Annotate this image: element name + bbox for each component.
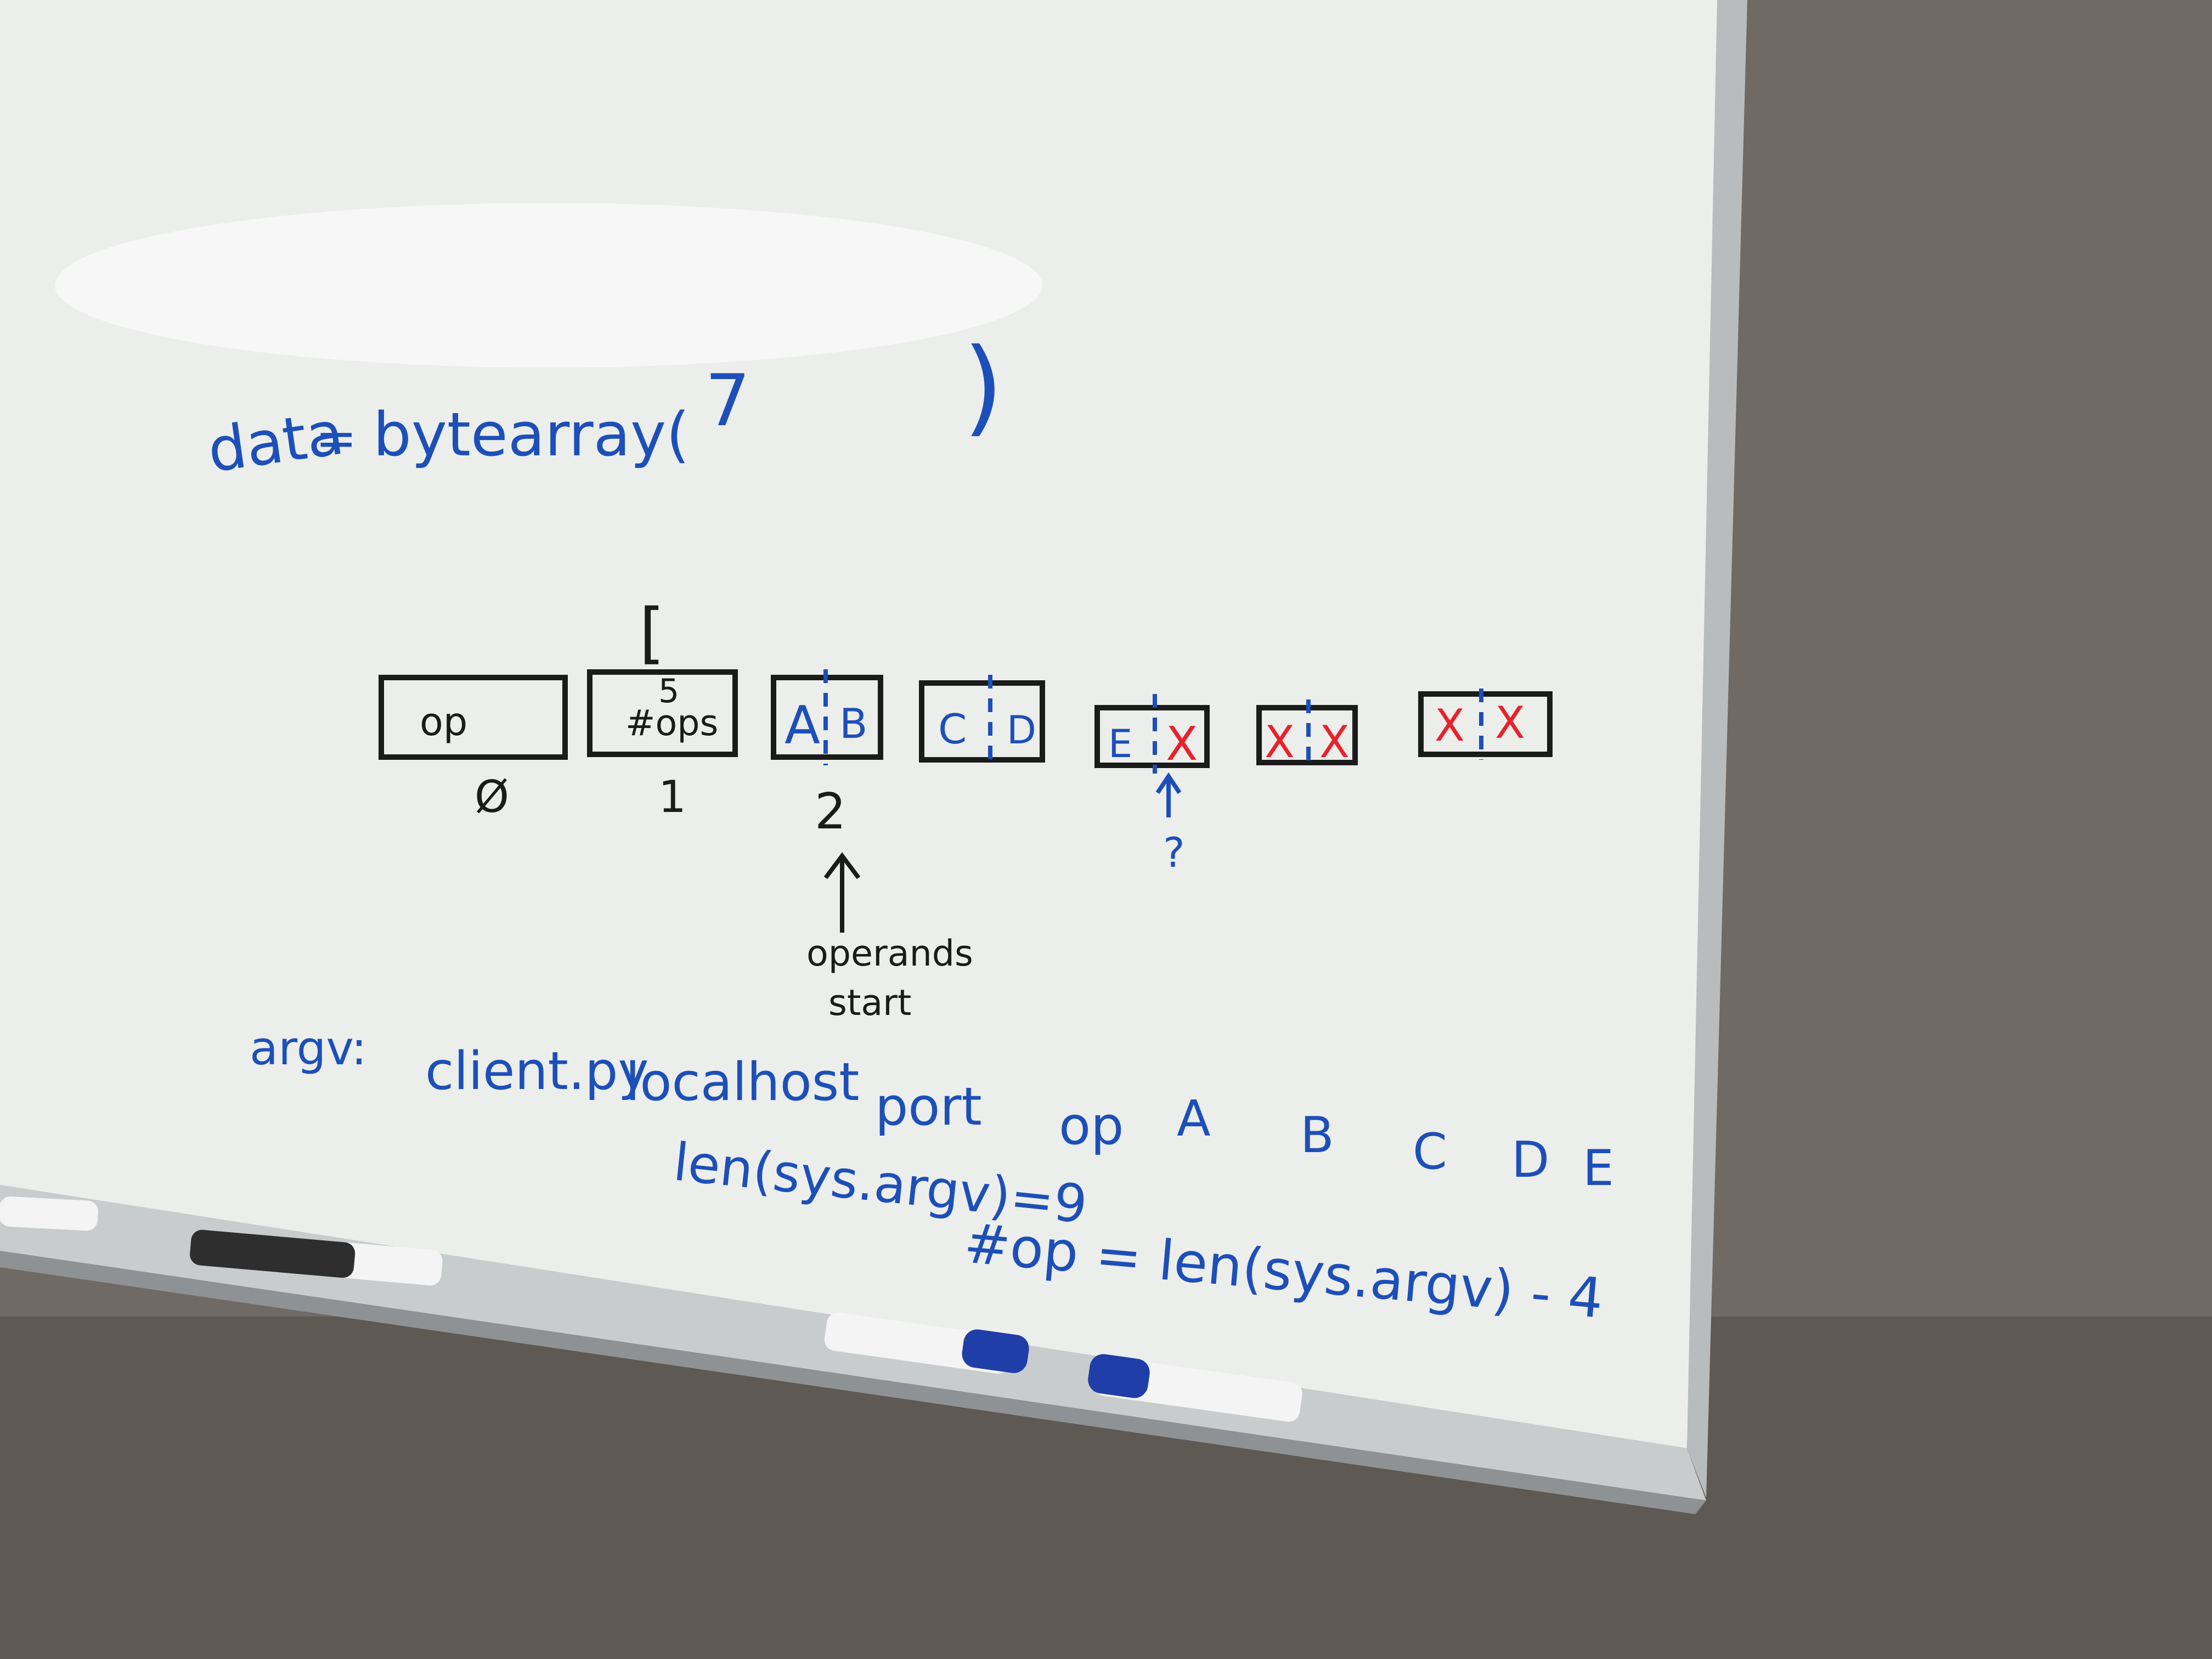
frame-right xyxy=(1687,0,1747,1498)
argv-b: B xyxy=(1300,1107,1334,1164)
bytearray-call: bytearray( xyxy=(373,399,690,470)
box-op: op xyxy=(379,675,568,760)
box5-x-left: X xyxy=(1265,716,1295,768)
bytearray-arg: 7 xyxy=(705,359,751,442)
box6-x-right: X xyxy=(1495,697,1525,748)
num-ops-label: #ops xyxy=(625,703,718,744)
argv-label: argv: xyxy=(250,1022,367,1076)
marker-red xyxy=(190,1229,443,1286)
box5-x-right: X xyxy=(1319,716,1350,768)
bracket-mark: [ xyxy=(639,595,665,672)
bytearray-close: ) xyxy=(963,326,1003,447)
index-1: 1 xyxy=(658,771,686,822)
argv-e: E xyxy=(1583,1139,1614,1197)
argv-op: op xyxy=(1059,1096,1124,1156)
box-x-x-1: X X xyxy=(1256,699,1358,768)
box-c: C xyxy=(938,705,967,753)
operands-arrow xyxy=(823,852,861,933)
argv-d: D xyxy=(1511,1131,1549,1189)
box-num-ops: 5 #ops xyxy=(587,669,738,757)
question-mark: ? xyxy=(1163,828,1185,877)
marker-blue-2 xyxy=(1088,1354,1302,1422)
box-e: E xyxy=(1108,721,1132,766)
argv-a: A xyxy=(1177,1090,1211,1148)
question-arrow xyxy=(1155,772,1182,817)
argv-port: port xyxy=(875,1077,982,1137)
box-e-x-mark: X xyxy=(1166,717,1198,771)
marker-blue-1 xyxy=(824,1312,1029,1374)
box-x-x-2: X X xyxy=(1418,689,1553,760)
marker-black xyxy=(0,1197,98,1231)
equals: = xyxy=(315,410,357,467)
box-d: D xyxy=(1007,708,1036,753)
box6-x-left: X xyxy=(1435,700,1465,751)
box-e-x: E X xyxy=(1094,694,1210,774)
argv-localhost: localhost xyxy=(625,1052,859,1113)
box-c-d: C D xyxy=(919,675,1045,768)
box-a: A xyxy=(785,696,820,756)
index-2: 2 xyxy=(815,783,846,840)
argv-c: C xyxy=(1413,1123,1447,1181)
box-a-b: A B xyxy=(771,669,883,765)
start-label: start xyxy=(828,983,911,1024)
num-ops-top: 5 xyxy=(658,672,679,710)
operands-label: operands xyxy=(806,933,973,974)
box-b: B xyxy=(839,699,867,748)
box-op-label: op xyxy=(420,699,467,744)
light-glare xyxy=(55,203,1042,368)
index-0: Ø xyxy=(475,771,509,822)
argv-client: client.py xyxy=(425,1041,649,1102)
